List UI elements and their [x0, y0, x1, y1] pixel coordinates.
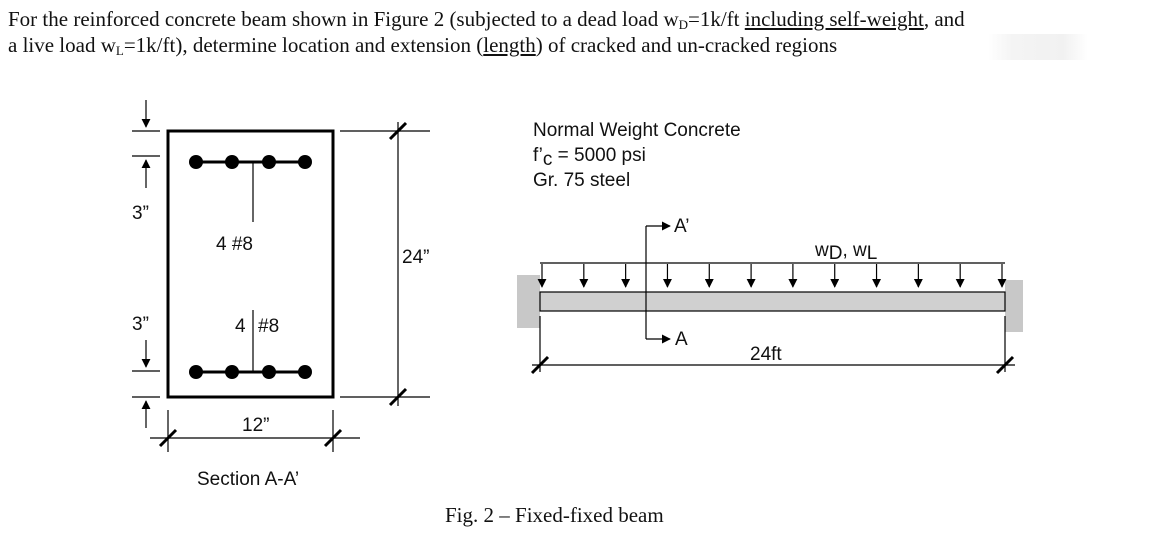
concrete-strength: f’c = 5000 psi [533, 145, 646, 170]
load-separator: , w [842, 240, 867, 261]
depth-label: 24” [402, 247, 429, 268]
problem-text: =1k/ft [688, 7, 745, 31]
bottom-cover-label: 3” [132, 314, 149, 335]
beam-member [539, 291, 1006, 312]
steel-grade: Gr. 75 steel [533, 170, 630, 191]
beam-elevation [517, 221, 1023, 375]
tick-mark [158, 428, 178, 448]
tick-mark [388, 387, 408, 407]
bottom-bars-count: 4 [235, 316, 246, 337]
load-l-subscript: L [867, 243, 878, 264]
concrete-type: Normal Weight Concrete [533, 120, 741, 141]
load-w: w [814, 240, 829, 261]
fc-value: = 5000 psi [552, 145, 646, 166]
redaction-smudge [988, 34, 1088, 60]
rebar-dot [298, 155, 312, 169]
problem-text: a live load w [8, 33, 116, 57]
tick-mark [388, 121, 408, 141]
load-label: wD, wL [814, 240, 877, 264]
top-cover-dimension [132, 100, 160, 188]
rebar-dot [262, 155, 276, 169]
problem-statement: For the reinforced concrete beam shown i… [8, 6, 1148, 58]
section-cut-label-top: A’ [674, 216, 689, 237]
fc-subscript: c [543, 149, 553, 170]
problem-text: , and [923, 7, 965, 31]
rebar-dot [298, 365, 312, 379]
tick-mark [530, 355, 550, 375]
section-outline [166, 129, 335, 399]
left-fixed-support [517, 275, 540, 328]
section-caption: Section A-A’ [197, 469, 299, 490]
width-label: 12” [242, 415, 269, 436]
load-d-subscript: D [829, 243, 843, 264]
problem-text: For the reinforced concrete beam shown i… [8, 7, 679, 31]
distributed-load-arrows [537, 264, 1007, 288]
rebar-dot [189, 155, 203, 169]
tick-mark [323, 428, 343, 448]
top-reinforcement [189, 155, 312, 222]
tick-mark [995, 355, 1015, 375]
width-dimension [150, 410, 360, 452]
live-load-subscript: L [115, 43, 124, 58]
underlined-word-length: length [483, 33, 536, 57]
rebar-dot [189, 365, 203, 379]
span-label: 24ft [750, 344, 782, 365]
depth-dimension [340, 121, 430, 407]
dead-load-subscript: D [678, 17, 688, 32]
top-cover-label: 3” [132, 203, 149, 224]
figure-caption: Fig. 2 – Fixed-fixed beam [445, 503, 664, 527]
bottom-cover-dimension [132, 340, 160, 428]
rebar-dot [225, 365, 239, 379]
problem-text: =1k/ft), determine location and extensio… [123, 33, 484, 57]
section-cut-label-bottom: A [675, 329, 688, 350]
top-bars-label: 4 #8 [216, 234, 253, 255]
bottom-reinforcement [189, 310, 312, 379]
fc-symbol: f’ [533, 145, 543, 166]
rebar-dot [262, 365, 276, 379]
rebar-dot [225, 155, 239, 169]
cross-section [132, 100, 430, 452]
problem-text: ) of cracked and un-cracked regions [535, 33, 838, 57]
underlined-phrase-self-weight: including self-weight [744, 7, 924, 31]
right-fixed-support [1005, 280, 1023, 332]
bottom-bars-size: #8 [258, 316, 279, 337]
